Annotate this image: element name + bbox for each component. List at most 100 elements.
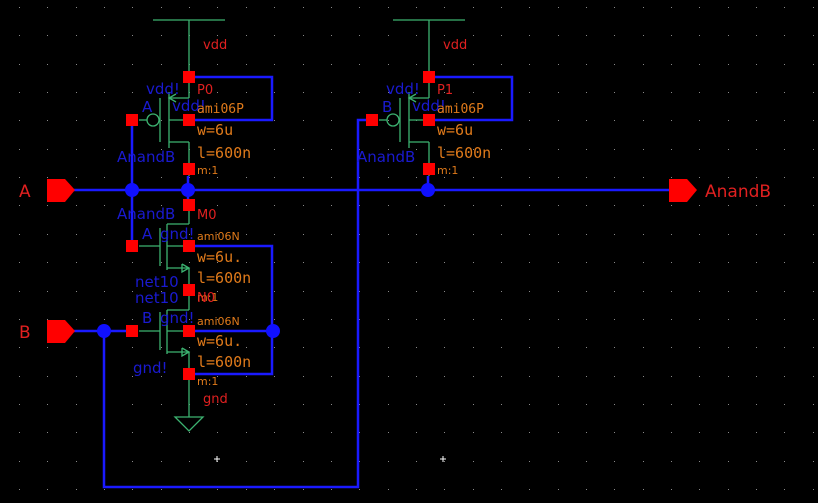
grid-dot <box>444 347 445 348</box>
grid-dot <box>643 376 644 377</box>
grid-dot <box>728 205 729 206</box>
grid-dot <box>558 404 559 405</box>
grid-dot <box>76 120 77 121</box>
grid-dot <box>303 234 304 235</box>
grid-dot <box>813 177 814 178</box>
grid-dot <box>699 461 700 462</box>
grid-dot <box>756 347 757 348</box>
grid-dot <box>274 120 275 121</box>
grid-dot <box>104 205 105 206</box>
grid-dot <box>19 461 20 462</box>
grid-dot <box>161 376 162 377</box>
grid-dot <box>558 120 559 121</box>
grid-dot <box>501 234 502 235</box>
port-a[interactable] <box>47 179 75 202</box>
grid-dot <box>388 149 389 150</box>
grid-dot <box>47 92 48 93</box>
grid-dot <box>303 35 304 36</box>
grid-dot <box>728 376 729 377</box>
grid-dot <box>473 432 474 433</box>
junction-a <box>125 183 139 197</box>
grid-dot <box>19 319 20 320</box>
grid-dot <box>388 432 389 433</box>
grid-dot <box>444 376 445 377</box>
grid-dot <box>586 291 587 292</box>
grid-dot <box>473 347 474 348</box>
grid-dot <box>756 234 757 235</box>
grid-dot <box>47 376 48 377</box>
grid-dot <box>813 64 814 65</box>
grid-dot <box>76 262 77 263</box>
grid-dot <box>161 92 162 93</box>
grid-dot <box>444 92 445 93</box>
grid-dot <box>331 7 332 8</box>
wire-nmos-body[interactable] <box>188 244 274 376</box>
grid-dot <box>643 177 644 178</box>
grid-dot <box>473 376 474 377</box>
grid-dot <box>699 234 700 235</box>
grid-dot <box>359 149 360 150</box>
grid-dot <box>586 376 587 377</box>
grid-dot <box>444 404 445 405</box>
grid-dot <box>699 35 700 36</box>
grid-dot <box>586 7 587 8</box>
grid-dot <box>359 205 360 206</box>
grid-dot <box>586 404 587 405</box>
grid-dot <box>614 262 615 263</box>
grid-dot <box>132 319 133 320</box>
grid-dot <box>19 489 20 490</box>
pin-n0-gate[interactable] <box>126 325 138 337</box>
p1-instance-name: P1 <box>437 83 453 98</box>
grid-dot <box>132 376 133 377</box>
pin-n0-body[interactable] <box>183 325 195 337</box>
grid-dot <box>784 149 785 150</box>
grid-dot <box>756 432 757 433</box>
pin-p0-source[interactable] <box>183 71 195 83</box>
grid-dot <box>274 205 275 206</box>
pin-n0-source[interactable] <box>183 368 195 380</box>
grid-dot <box>104 489 105 490</box>
grid-dot <box>699 432 700 433</box>
grid-dot <box>529 376 530 377</box>
wire-p0-body[interactable] <box>188 75 274 122</box>
pin-m0-drain[interactable] <box>183 199 195 211</box>
grid-dot <box>614 319 615 320</box>
vdd-label-p1: vdd <box>443 38 467 53</box>
grid-dot <box>274 149 275 150</box>
pin-p1-drain[interactable] <box>423 163 435 175</box>
grid-dot <box>473 404 474 405</box>
wire-p1-body[interactable] <box>428 75 514 122</box>
p1-source-net: vdd! <box>386 80 420 98</box>
m0-model: ami06N <box>197 230 240 243</box>
grid-dot <box>728 319 729 320</box>
grid-dot <box>161 64 162 65</box>
grid-dot <box>331 347 332 348</box>
pin-p0-drain[interactable] <box>183 163 195 175</box>
pin-p1-source[interactable] <box>423 71 435 83</box>
grid-dot <box>728 35 729 36</box>
grid-dot <box>699 64 700 65</box>
grid-dot <box>217 149 218 150</box>
vdd-symbol-p1 <box>393 19 465 77</box>
pin-m0-body[interactable] <box>183 240 195 252</box>
pin-p0-body[interactable] <box>183 114 195 126</box>
grid-dot <box>331 177 332 178</box>
pin-p1-gate[interactable] <box>366 114 378 126</box>
grid-dot <box>19 291 20 292</box>
pin-m0-source[interactable] <box>183 284 195 296</box>
grid-dot <box>303 461 304 462</box>
grid-dot <box>756 291 757 292</box>
grid-dot <box>19 177 20 178</box>
gnd-label: gnd <box>203 392 228 407</box>
port-anandb[interactable] <box>669 179 697 202</box>
pin-m0-gate[interactable] <box>126 240 138 252</box>
pin-p1-body[interactable] <box>423 114 435 126</box>
port-b[interactable] <box>47 320 75 343</box>
grid-dot <box>246 92 247 93</box>
grid-dot <box>303 64 304 65</box>
pin-p0-gate[interactable] <box>126 114 138 126</box>
wire-b-loop[interactable] <box>102 118 372 489</box>
port-b-label: B <box>19 323 31 343</box>
grid-dot <box>189 489 190 490</box>
